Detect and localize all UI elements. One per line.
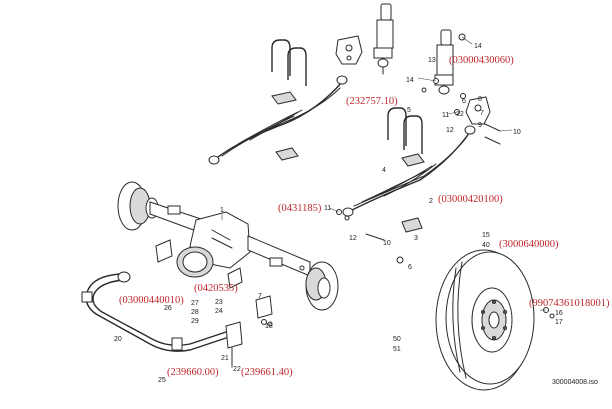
callout-28: 28: [191, 309, 199, 316]
part-number-leaf-spring: (03000420100): [438, 194, 503, 205]
callout-12: 12: [446, 127, 454, 134]
part-number-wheel-nut: (99074361018001): [529, 298, 610, 309]
shock-absorber-left: [373, 3, 394, 75]
stabilizer-bracket: [255, 295, 273, 327]
callout-9: 9: [478, 122, 482, 129]
callout-12: 12: [456, 111, 464, 118]
callout-13: 13: [428, 57, 436, 64]
callout-29: 29: [191, 318, 199, 325]
callout-2: 2: [429, 198, 433, 205]
leaf-spring-upper: [208, 75, 348, 165]
callout-1: 1: [220, 207, 224, 214]
spring-bracket-upper-right: [454, 93, 501, 145]
wheel-tyre: [435, 249, 555, 391]
drawing-number: 300004008.iso: [552, 379, 598, 386]
callout-11: 11: [442, 112, 449, 119]
callout-3: 3: [414, 235, 418, 242]
callout-numbers: 14 13 14 6 8 11 12 7 9 12 10 5 4 1 2 3 1…: [114, 43, 563, 384]
callout-16: 16: [555, 310, 563, 317]
u-bolt-upper-left: [271, 39, 307, 105]
callout-17: 17: [555, 319, 563, 326]
callout-40: 40: [482, 242, 490, 249]
callout-18: 18: [265, 323, 273, 330]
part-number-shock-absorber: (03000430060): [449, 55, 514, 66]
callout-7: 7: [480, 110, 484, 117]
part-number-u-bolt: (232757.10): [346, 96, 398, 107]
callout-22: 22: [233, 366, 241, 373]
callout-6: 6: [462, 98, 466, 105]
callout-5: 5: [407, 107, 411, 114]
callout-6: 6: [408, 264, 412, 271]
callout-4: 4: [382, 167, 386, 174]
callout-7: 7: [258, 293, 262, 300]
callout-20: 20: [114, 336, 122, 343]
part-number-link-left: (239660.00): [167, 367, 219, 378]
callout-23: 23: [215, 299, 223, 306]
shock-absorber-right: [433, 29, 466, 95]
leader-lines: [221, 36, 546, 368]
callout-14: 14: [406, 77, 414, 84]
part-number-tyre: (3000640000): [499, 239, 559, 250]
callout-50: 50: [393, 336, 401, 343]
callout-14: 14: [474, 43, 482, 50]
callout-21: 21: [221, 355, 229, 362]
callout-10: 10: [383, 240, 391, 247]
callout-10: 10: [513, 129, 521, 136]
callout-51: 51: [393, 346, 401, 353]
callout-8: 8: [478, 96, 482, 103]
spring-bracket-upper-left: [335, 35, 363, 65]
callout-24: 24: [215, 308, 223, 315]
leaf-spring-lower: [342, 125, 476, 233]
u-bolt-lower-right: [387, 107, 425, 167]
callout-25: 25: [158, 377, 166, 384]
fasteners: [299, 87, 427, 271]
callout-15: 15: [482, 232, 490, 239]
callout-26: 26: [164, 305, 172, 312]
part-number-bump-stop-bolt: (0431185): [278, 203, 322, 214]
rear-axle-assembly: [117, 181, 339, 311]
part-number-link-right: (239661.40): [241, 367, 293, 378]
callout-11: 11: [324, 205, 331, 212]
part-number-labels: (03000430060) (232757.10) (0431185) (030…: [119, 55, 610, 378]
callout-12: 12: [349, 235, 357, 242]
callout-27: 27: [191, 300, 199, 307]
part-number-stabilizer-bar: (03000440010): [119, 295, 184, 306]
part-number-axle-bracket: (0420535): [194, 283, 238, 294]
stabilizer-bar: [81, 271, 243, 367]
